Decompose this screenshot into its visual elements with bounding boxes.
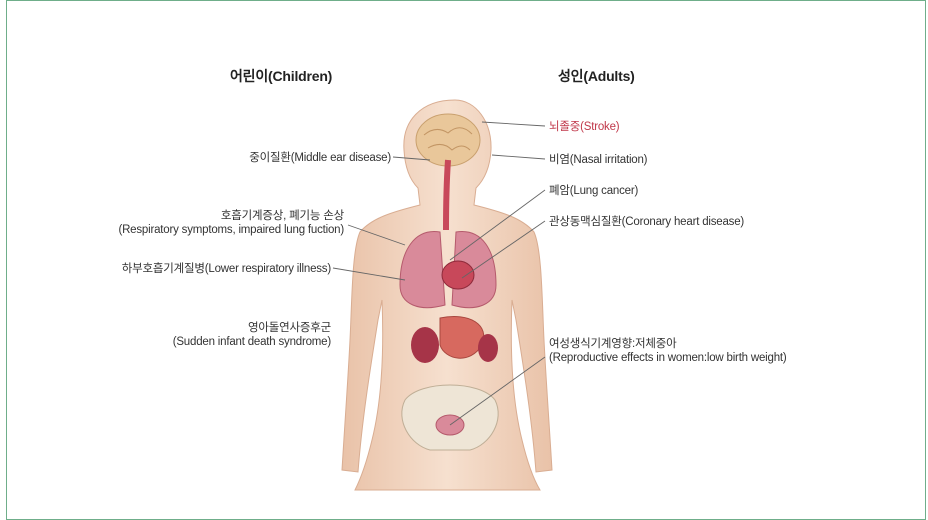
heart — [442, 261, 474, 289]
adults-heading: 성인(Adults) — [558, 66, 635, 86]
liver — [411, 327, 439, 363]
brain — [416, 114, 480, 166]
label-reproductive-effects: 여성생식기계영향:저체중아 (Reproductive effects in w… — [549, 337, 787, 365]
children-heading: 어린이(Children) — [230, 66, 332, 86]
label-middle-ear-disease: 중이질환(Middle ear disease) — [249, 151, 391, 165]
label-nasal-irritation: 비염(Nasal irritation) — [549, 153, 647, 167]
label-lung-cancer: 폐암(Lung cancer) — [549, 184, 638, 198]
trachea — [446, 160, 448, 230]
stomach — [440, 317, 484, 359]
label-lower-respiratory-illness: 하부호흡기계질병(Lower respiratory illness) — [122, 262, 331, 276]
label-respiratory-symptoms: 호흡기계증상, 폐기능 손상 (Respiratory symptoms, im… — [118, 209, 344, 237]
human-body-illustration — [0, 0, 928, 497]
label-stroke: 뇌졸중(Stroke) — [549, 120, 619, 134]
kidney — [478, 334, 498, 362]
label-coronary-heart-disease: 관상동맥심질환(Coronary heart disease) — [549, 215, 744, 229]
label-sids: 영아돌연사증후군 (Sudden infant death syndrome) — [173, 321, 331, 349]
